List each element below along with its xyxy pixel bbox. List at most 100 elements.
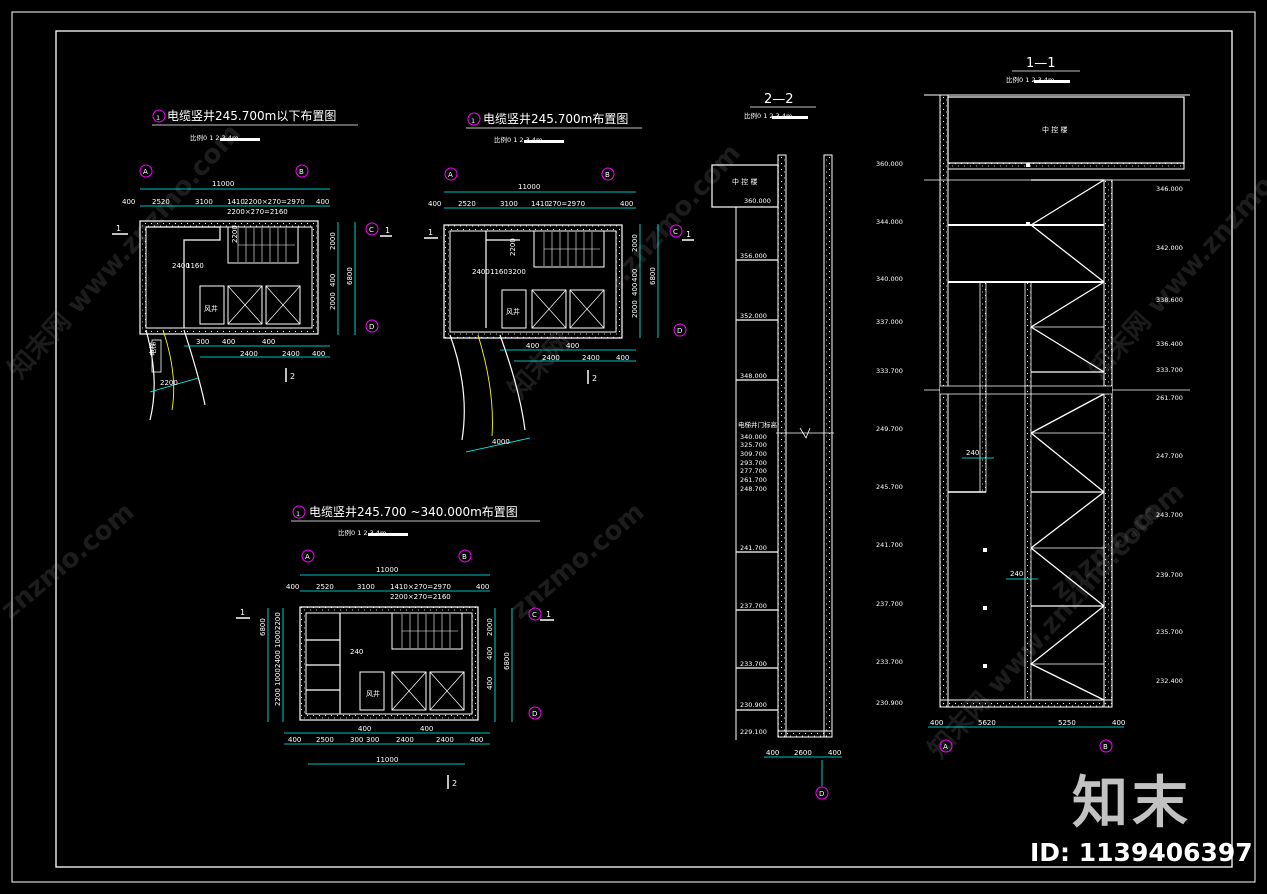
dimension-text: 2200	[160, 379, 178, 387]
dimension-text: 3100	[500, 200, 518, 208]
dimension-text: 270=2970	[548, 200, 585, 208]
section-mark: 2	[290, 372, 295, 381]
level-label: 237.700	[876, 600, 903, 608]
dimension-text: 2400	[436, 736, 454, 744]
level-label: 233.700	[876, 658, 903, 666]
dimension-text: 11000	[376, 566, 398, 574]
dimension-text: 3200	[508, 268, 526, 276]
level-label: 336.400	[1156, 340, 1183, 348]
dimension-text: 240	[966, 449, 979, 457]
axis-label: D	[677, 327, 682, 335]
dimension-text: 2400	[472, 268, 490, 276]
dimension-text: 6800	[503, 652, 511, 670]
level-label: 232.400	[1156, 677, 1183, 685]
axis-bubble-icon	[815, 786, 829, 800]
axis-label: A	[305, 553, 310, 561]
level-label: 360.000	[744, 197, 771, 205]
dimension-text: 6800	[259, 618, 267, 636]
dimension-text: 2400	[240, 350, 258, 358]
elevator-door-label: 电梯井门标高	[738, 420, 778, 429]
shaft-label: 风井	[366, 689, 380, 698]
axis-bubble-icon	[528, 607, 542, 621]
dimension-text: 2520	[316, 583, 334, 591]
axis-label: C	[673, 228, 678, 236]
dimension-text: 2200	[509, 238, 517, 256]
dimension-text: 400	[631, 269, 639, 282]
brand-logo: 知末	[1072, 771, 1192, 836]
section-1-1: 1—1 比例0 1 2 3 4m 中 控 楼 240 240	[924, 56, 1190, 753]
plan-2-scale: 比例0 1 2 3 4m	[494, 135, 542, 144]
dimension-text: 2400	[282, 350, 300, 358]
title-marker-icon	[467, 112, 481, 126]
dimension-text: 2520	[152, 198, 170, 206]
level-label: 356.000	[740, 252, 767, 260]
room-label: 中 控 楼	[1042, 125, 1067, 134]
dimension-text: 3100	[195, 198, 213, 206]
dimension-text: 5620	[978, 719, 996, 727]
dimension-text: 400	[420, 725, 433, 733]
level-label: 243.700	[1156, 511, 1183, 519]
level-label: 337.000	[876, 318, 903, 326]
dimension-text: 2520	[458, 200, 476, 208]
dimension-text: 2200×270=2970	[244, 198, 305, 206]
section-2-2-right-levels: 360.000 344.000 340.000 337.000 333.700 …	[876, 160, 903, 707]
dimension-text: 1160	[186, 262, 204, 270]
level-label: 237.700	[740, 602, 767, 610]
section-mark: 1	[116, 224, 121, 233]
dimension-text: 2400	[172, 262, 190, 270]
section-1-1-scale: 比例0 1 2 3 4m	[1006, 75, 1054, 84]
dimension-text: 400	[470, 736, 483, 744]
dimension-text: 1410	[390, 583, 408, 591]
dimension-text: 2000	[486, 618, 494, 636]
axis-label: B	[605, 171, 610, 179]
image-id-label: ID: 1139406397	[1030, 838, 1253, 867]
section-mark: 1	[385, 226, 390, 235]
level-label: 261.700	[1156, 394, 1183, 402]
plan-3: 1 电缆竖井245.700 ~340.000m布置图 比例0 1 2 3 4m …	[236, 505, 554, 789]
plan-2-title: 电缆竖井245.700m布置图	[483, 112, 628, 126]
section-2-2: 2—2 比例0 1 2 3 4m 中 控 楼 360.000 356.000 3…	[711, 92, 903, 800]
dimension-text: 11000	[518, 183, 540, 191]
dimension-text: 400	[476, 583, 489, 591]
level-label: 352.000	[740, 312, 767, 320]
axis-bubble-icon	[365, 319, 379, 333]
dimension-text: 3100	[357, 583, 375, 591]
dimension-text: 2200	[231, 225, 239, 243]
section-mark: 1	[240, 608, 245, 617]
level-label: 229.100	[740, 728, 767, 736]
level-label: 277.700	[740, 467, 767, 475]
dimension-text: 400	[566, 342, 579, 350]
dimension-text: 400	[288, 736, 301, 744]
dimension-text: 2400	[396, 736, 414, 744]
axis-bubble-icon	[673, 323, 687, 337]
level-label: 340.000	[876, 275, 903, 283]
section-mark: 1	[546, 610, 551, 619]
watermark: znzmo.com	[1045, 477, 1190, 605]
section-1-1-right-levels: 346.000 342.000 338.600 336.400 333.700 …	[1156, 185, 1183, 685]
dimension-text: 1410	[531, 200, 549, 208]
axis-bubble-icon	[365, 222, 379, 236]
axis-label: A	[143, 168, 148, 176]
level-label: 241.700	[876, 541, 903, 549]
section-mark: 1	[686, 230, 691, 239]
dimension-text: 400	[122, 198, 135, 206]
level-label: 309.700	[740, 450, 767, 458]
section-2-2-scale: 比例0 1 2 3 4m	[744, 111, 792, 120]
axis-bubble-icon	[528, 706, 542, 720]
axis-label: D	[819, 790, 824, 798]
title-marker-icon	[292, 505, 306, 519]
plan-1: 1 电缆竖井245.700m以下布置图 比例0 1 2 3 4m A B C D…	[112, 109, 392, 421]
plan-3-title: 电缆竖井245.700 ~340.000m布置图	[309, 505, 518, 519]
level-label: 230.900	[740, 701, 767, 709]
dimension-text: 1410	[227, 198, 245, 206]
level-label: 360.000	[876, 160, 903, 168]
axis-label: B	[299, 168, 304, 176]
dimension-text: 1000	[274, 668, 282, 686]
dimension-text: 1000	[274, 630, 282, 648]
level-label: 235.700	[1156, 628, 1183, 636]
level-label: 338.600	[1156, 296, 1183, 304]
title-marker-number: 1	[471, 117, 475, 125]
axis-label: A	[943, 743, 948, 751]
level-label: 344.000	[876, 218, 903, 226]
dimension-text: 5250	[1058, 719, 1076, 727]
